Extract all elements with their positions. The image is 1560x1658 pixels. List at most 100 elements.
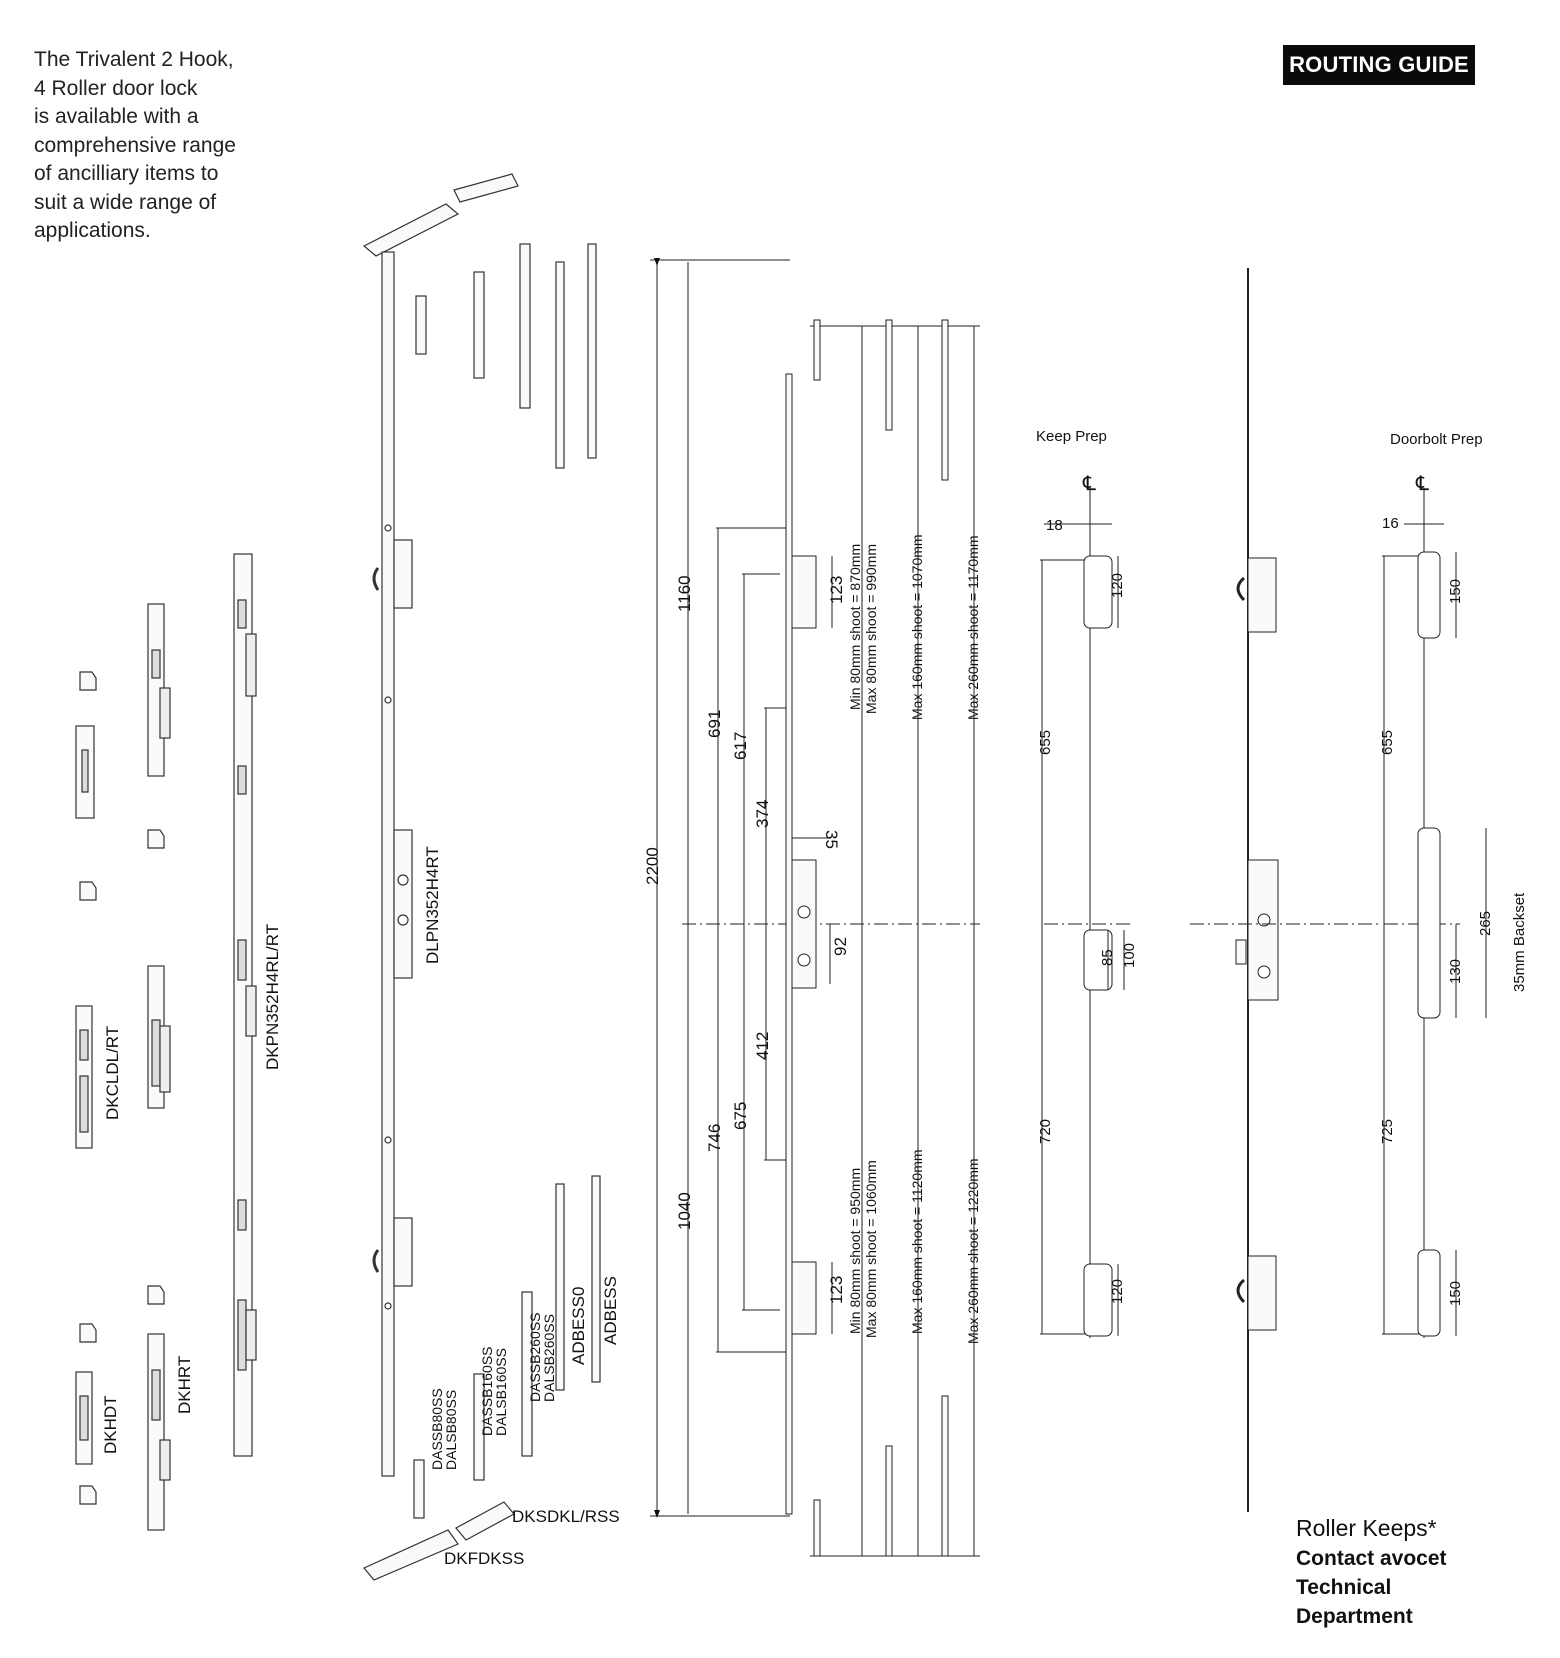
shoot-note-bottom-max: Max 80mm shoot = 1060mm: [863, 1160, 879, 1338]
doorbolt-prep-drawing: [1382, 488, 1487, 1338]
top-small-plate-icon: [453, 173, 519, 203]
extension-bar-icon: [519, 243, 531, 409]
intro-line: 4 Roller door lock: [34, 76, 198, 100]
hook-gearbox-icon: [393, 539, 413, 609]
part-code-dkfdkss: DKFDKSS: [444, 1549, 524, 1568]
top-keep-plate-icon: [362, 203, 460, 257]
extension-bar-icon: [413, 1459, 425, 1519]
extension-bar-icon: [521, 1291, 533, 1457]
doorbolt-prep-title: Doorbolt Prep: [1390, 431, 1483, 448]
dimension-drawing: [650, 258, 980, 1557]
shoot-note-top-min: Min 80mm shoot = 870mm: [847, 544, 863, 710]
keep-dim-100: 100: [1121, 943, 1138, 968]
dim-92: 92: [831, 937, 850, 956]
doorbolt-dim-150-top: 150: [1447, 579, 1464, 604]
roller-keep-icon: [79, 881, 97, 901]
part-code-dalsb80ss: DALSB80SS: [443, 1390, 459, 1470]
keep-dim-120-bottom: 120: [1109, 1279, 1126, 1304]
intro-line: comprehensive range: [34, 133, 236, 157]
keep-plate-icon: [147, 1333, 165, 1531]
roller-keep-icon: [79, 671, 97, 691]
shoot-note-bottom-min: Min 80mm shoot = 950mm: [847, 1168, 863, 1334]
doorbolt-backset: 35mm Backset: [1511, 892, 1528, 992]
dim-123-bottom: 123: [827, 1276, 846, 1304]
roller-keeps-line: Technical: [1296, 1576, 1392, 1599]
intro-text: The Trivalent 2 Hook, 4 Roller door lock…: [34, 46, 264, 246]
part-code-dassb160ss: DASSB160SS: [479, 1347, 495, 1437]
doorbolt-dim-150-bottom: 150: [1447, 1281, 1464, 1306]
dim-2200: 2200: [643, 847, 662, 885]
dim-617: 617: [731, 732, 750, 760]
doorbolt-dim-130: 130: [1447, 959, 1464, 984]
part-code-dalsb260ss: DALSB260SS: [541, 1314, 557, 1402]
part-code-dksdkl-rss: DKSDKL/RSS: [512, 1507, 620, 1526]
dim-1040: 1040: [675, 1192, 694, 1230]
extension-bar-icon: [555, 1183, 565, 1391]
roller-keep-icon: [79, 1485, 97, 1505]
shoot-note-top-160: Max 160mm shoot = 1070mm: [909, 534, 925, 720]
part-code-dkpn352h4rl-rt: DKPN352H4RL/RT: [263, 924, 282, 1070]
roller-keeps-note: Roller Keeps* Contact avocet Technical D…: [1296, 1512, 1546, 1631]
part-code-adbess: ADBESS: [601, 1276, 620, 1345]
faceplate-icon: [381, 251, 395, 1477]
keep-dim-655: 655: [1037, 730, 1054, 755]
extension-bar-icon: [473, 1373, 485, 1481]
extension-bar-icon: [555, 261, 565, 469]
doorbolt-prep-centerline: ℄: [1415, 473, 1429, 495]
lock-side-profile: [1235, 268, 1279, 1512]
part-code-adbess0: ADBESS0: [569, 1287, 588, 1365]
shoot-note-bottom-160: Max 160mm shoot = 1120mm: [909, 1149, 925, 1334]
hook-gearbox-icon: [393, 1217, 413, 1287]
doorbolt-dim-725: 725: [1379, 1119, 1396, 1144]
roller-keep-icon: [79, 1323, 97, 1343]
dim-35: 35: [822, 830, 841, 849]
dim-1160: 1160: [675, 575, 694, 612]
hook-gearbox-icon: [1247, 557, 1277, 633]
roller-keep-icon: [147, 829, 165, 849]
keep-dim-18: 18: [1046, 517, 1063, 534]
part-code-dassb80ss: DASSB80SS: [429, 1388, 445, 1470]
dim-746: 746: [705, 1124, 724, 1152]
roller-keep-icon: [147, 1285, 165, 1305]
keep-dim-85: 85: [1099, 949, 1116, 966]
keep-dim-120-top: 120: [1109, 573, 1126, 598]
shoot-note-bottom-260: Max 260mm shoot = 1220mm: [965, 1158, 981, 1344]
part-code-dkhrt: DKHRT: [175, 1356, 194, 1414]
keep-prep-centerline: ℄: [1082, 473, 1096, 495]
intro-line: is available with a: [34, 105, 199, 128]
doorbolt-dim-265: 265: [1477, 911, 1494, 936]
shoot-note-top-260: Max 260mm shoot = 1170mm: [965, 535, 981, 720]
roller-keeps-line: Contact avocet: [1296, 1547, 1447, 1570]
bottom-small-plate-icon: [455, 1501, 515, 1541]
part-code-dkhdt: DKHDT: [101, 1395, 120, 1454]
intro-line: The Trivalent 2 Hook,: [34, 48, 234, 71]
door-lock-exploded: [362, 173, 601, 1581]
extension-bar-icon: [591, 1175, 601, 1383]
main-gearbox-icon: [1247, 859, 1279, 1001]
intro-line: suit a wide range of: [34, 190, 217, 214]
part-code-dkcldl-rt: DKCLDL/RT: [103, 1026, 122, 1120]
dim-675: 675: [731, 1102, 750, 1130]
bottom-keep-plate-icon: [363, 1529, 459, 1581]
keep-parts-left: [75, 553, 257, 1531]
doorbolt-dim-655: 655: [1379, 730, 1396, 755]
shoot-note-top-max: Max 80mm shoot = 990mm: [863, 544, 879, 714]
intro-line: applications.: [34, 219, 151, 242]
dim-374: 374: [753, 800, 772, 828]
part-code-dassb260ss: DASSB260SS: [527, 1313, 543, 1403]
roller-keeps-line: Department: [1296, 1605, 1413, 1628]
main-gearbox-icon: [393, 829, 413, 979]
extension-bar-icon: [415, 295, 427, 355]
routing-guide-badge: ROUTING GUIDE: [1283, 45, 1475, 85]
extension-bar-icon: [587, 243, 597, 459]
part-code-dlpn352h4rt: DLPN352H4RT: [423, 846, 442, 964]
keep-dim-720: 720: [1037, 1119, 1054, 1144]
keep-prep-title: Keep Prep: [1036, 428, 1107, 445]
keep-prep-drawing: [1040, 488, 1130, 1338]
dim-123-top: 123: [827, 576, 846, 604]
part-code-dalsb160ss: DALSB160SS: [493, 1348, 509, 1436]
doorbolt-dim-16: 16: [1382, 515, 1399, 532]
extension-bar-icon: [473, 271, 485, 379]
dim-691: 691: [705, 710, 724, 738]
